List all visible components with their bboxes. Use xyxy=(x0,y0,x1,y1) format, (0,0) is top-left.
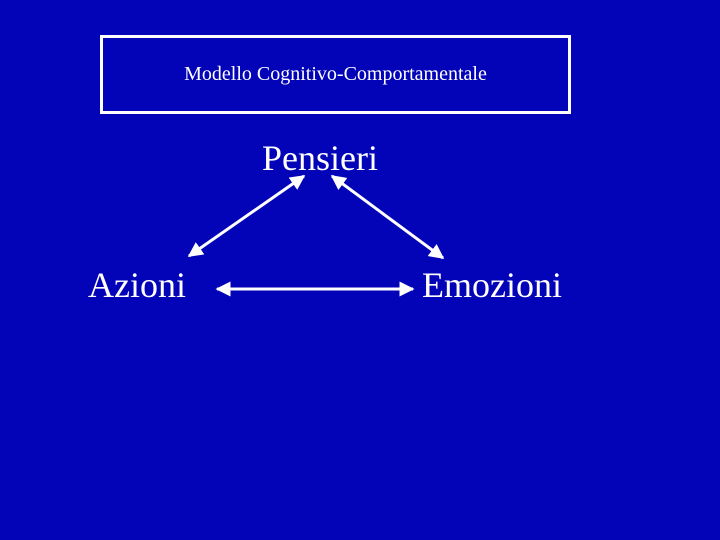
arrow-pensieri-emozioni xyxy=(330,174,445,260)
slide-title: Modello Cognitivo-Comportamentale xyxy=(184,63,487,85)
node-azioni: Azioni xyxy=(88,265,186,305)
node-pensieri: Pensieri xyxy=(262,138,378,178)
arrow-pensieri-azioni xyxy=(187,174,306,258)
node-emozioni: Emozioni xyxy=(422,265,562,305)
title-box: Modello Cognitivo-Comportamentale xyxy=(100,35,571,114)
